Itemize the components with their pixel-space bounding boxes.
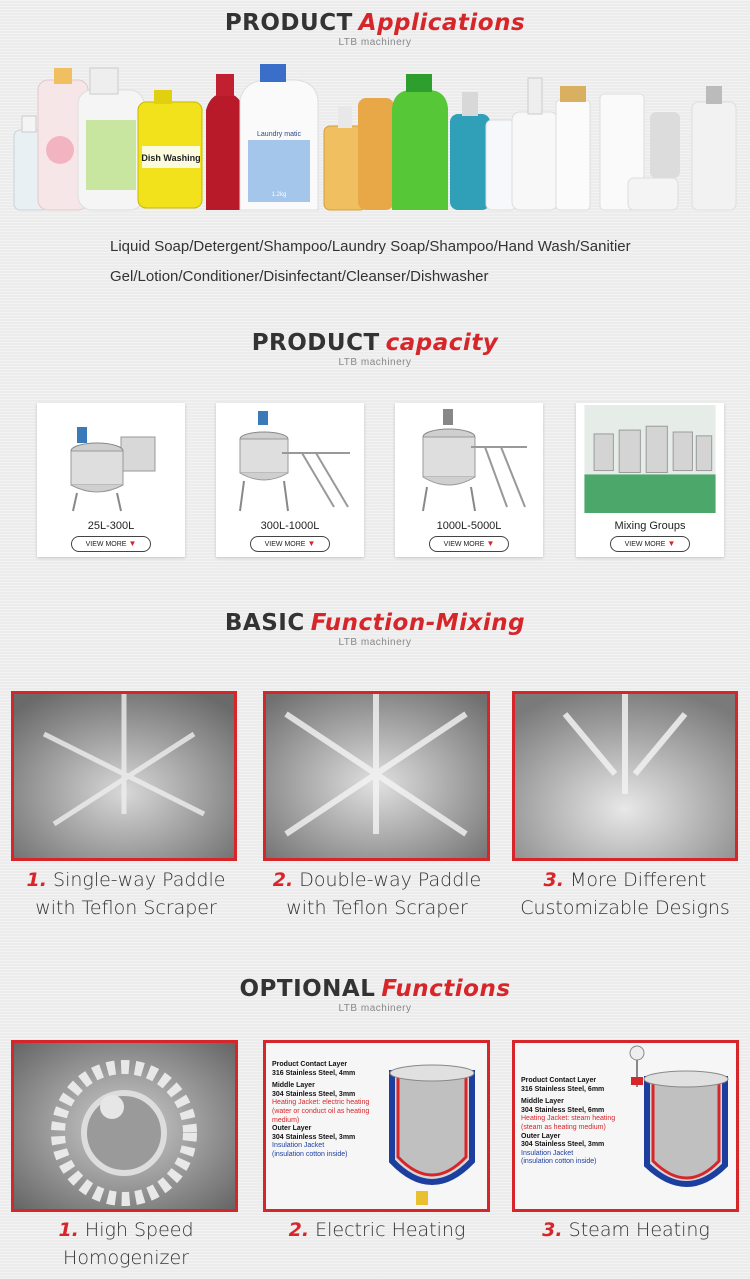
section-title-plain: BASIC	[224, 610, 305, 636]
steam-heating-diagram: Product Contact Layer 316 Stainless Stee…	[512, 1040, 739, 1212]
applications-line-1: Liquid Soap/Detergent/Shampoo/Laundry So…	[110, 238, 631, 255]
diagram-label: (steam as heating medium)	[521, 1123, 606, 1131]
section-title-plain: PRODUCT	[224, 10, 353, 36]
diagram-label: Insulation Jacket	[521, 1149, 574, 1157]
diagram-label: Outer Layer	[521, 1132, 561, 1140]
cart-icon: ▼	[486, 539, 495, 548]
applications-line-2: Gel/Lotion/Conditioner/Disinfectant/Clea…	[110, 268, 489, 285]
capacity-label: 300L-1000L	[260, 520, 320, 532]
view-more-button[interactable]: VIEW MORE▼	[250, 536, 330, 552]
diagram-label: Insulation Jacket	[272, 1142, 325, 1150]
diagram-label: Product Contact Layer	[272, 1061, 348, 1068]
diagram-label: (insulation cotton inside)	[521, 1158, 597, 1166]
mixing-photo-single-paddle	[11, 691, 237, 861]
diagram-label: 304 Stainless Steel, 6mm	[521, 1106, 605, 1114]
view-more-button[interactable]: VIEW MORE▼	[71, 536, 151, 552]
mixing-photo-custom-design	[512, 691, 738, 861]
section-title-accent: Functions	[381, 976, 511, 1002]
medium-mixer-image	[239, 411, 350, 512]
mixing-caption-1: 1. Single-way Paddle with Teflon Scraper	[26, 869, 226, 919]
capacity-label: 1000L-5000L	[436, 520, 502, 532]
mixing-photo-double-paddle	[263, 691, 490, 861]
capacity-card-300l[interactable]: 300L-1000L VIEW MORE▼	[216, 403, 364, 557]
capacity-card-mixing-groups[interactable]: Mixing Groups VIEW MORE▼	[576, 403, 724, 557]
cart-icon: ▼	[128, 539, 137, 548]
section-subtitle: LTB machinery	[338, 1003, 412, 1014]
diagram-label: 316 Stainless Steel, 4mm	[272, 1069, 356, 1077]
capacity-card-1000l[interactable]: 1000L-5000L VIEW MORE▼	[395, 403, 543, 557]
section-subtitle: LTB machinery	[338, 357, 412, 368]
cart-icon: ▼	[667, 539, 676, 548]
large-mixer-image	[422, 409, 527, 512]
section-title-accent: capacity	[385, 330, 499, 356]
applications-list: Liquid Soap/Detergent/Shampoo/Laundry So…	[110, 232, 730, 292]
view-more-button[interactable]: VIEW MORE▼	[429, 536, 509, 552]
capacity-label: Mixing Groups	[614, 520, 686, 532]
diagram-label: 304 Stainless Steel, 3mm	[272, 1133, 356, 1141]
optional-caption-2: 2. Electric Heating	[288, 1219, 466, 1241]
section-title-accent: Function-Mixing	[310, 610, 526, 636]
section-title-plain: PRODUCT	[251, 330, 380, 356]
diagram-label: Middle Layer	[521, 1098, 564, 1106]
diagram-label: (water or conduct oil as heating	[272, 1107, 370, 1115]
diagram-label: Heating Jacket: electric heating	[272, 1099, 370, 1107]
laundry-label: Laundry matic	[257, 131, 301, 138]
diagram-label: (insulation cotton inside)	[272, 1150, 348, 1158]
diagram-label: 304 Stainless Steel, 3mm	[272, 1090, 356, 1098]
diagram-label: 304 Stainless Steel, 3mm	[521, 1141, 605, 1149]
diagram-label: Product Contact Layer	[521, 1077, 597, 1084]
diagram-label: Middle Layer	[272, 1082, 315, 1090]
optional-caption-1: 1. High Speed Homogenizer	[58, 1219, 194, 1269]
diagram-label: 316 Stainless Steel, 6mm	[521, 1085, 605, 1093]
mixing-caption-3: 3. More Different Customizable Designs	[520, 869, 730, 919]
cart-icon: ▼	[307, 539, 316, 548]
section-title-accent: Applications	[358, 10, 526, 36]
capacity-label: 25L-300L	[87, 520, 135, 532]
weight-label: 1.2kg	[272, 192, 287, 198]
section-subtitle: LTB machinery	[338, 637, 412, 648]
mixing-caption-2: 2. Double-way Paddle with Teflon Scraper	[272, 869, 482, 919]
diagram-label: Heating Jacket: steam heating	[521, 1115, 616, 1123]
mixing-groups-image	[584, 405, 716, 513]
view-more-button[interactable]: VIEW MORE▼	[610, 536, 690, 552]
small-mixer-image	[70, 427, 156, 512]
section-title-plain: OPTIONAL	[239, 976, 376, 1002]
dish-washing-label: Dish Washing	[141, 153, 200, 163]
product-bottles-image: Dish Washing Laundry matic 1.2kg	[13, 64, 737, 211]
capacity-card-25l[interactable]: 25L-300L VIEW MORE▼	[37, 403, 185, 557]
electric-heating-diagram: Product Contact Layer 316 Stainless Stee…	[263, 1040, 490, 1212]
section-subtitle: LTB machinery	[338, 37, 412, 48]
optional-caption-3: 3. Steam Heating	[542, 1219, 710, 1241]
diagram-label: medium)	[272, 1116, 300, 1124]
diagram-label: Outer Layer	[272, 1125, 312, 1133]
homogenizer-photo	[11, 1040, 238, 1212]
